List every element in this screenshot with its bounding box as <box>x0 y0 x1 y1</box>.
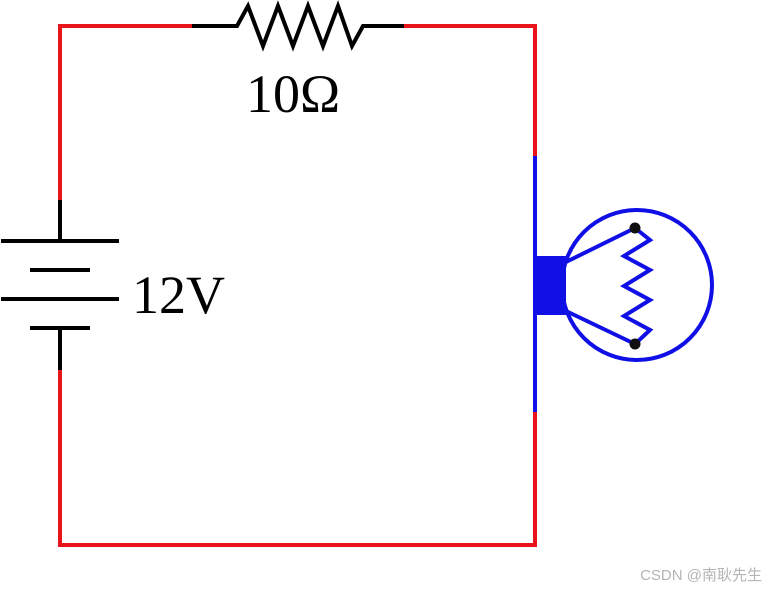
lamp-filament <box>619 226 655 346</box>
watermark: CSDN @南耿先生 <box>640 567 762 584</box>
lamp-terminal-bottom <box>629 338 641 350</box>
lamp-bulb <box>560 208 714 362</box>
lamp <box>533 156 714 412</box>
battery-label: 12V <box>132 265 225 325</box>
lamp-lead-top <box>565 226 636 264</box>
resistor <box>192 0 404 52</box>
wire-bottom <box>58 370 537 547</box>
wire-top-left <box>58 24 192 200</box>
wire-top-right <box>404 24 537 156</box>
resistor-zigzag <box>192 0 404 52</box>
lamp-terminal-top <box>629 222 641 234</box>
battery <box>1 200 119 370</box>
resistor-label: 10Ω <box>246 64 340 124</box>
lamp-lead-bottom <box>565 309 636 346</box>
wires <box>58 24 537 547</box>
